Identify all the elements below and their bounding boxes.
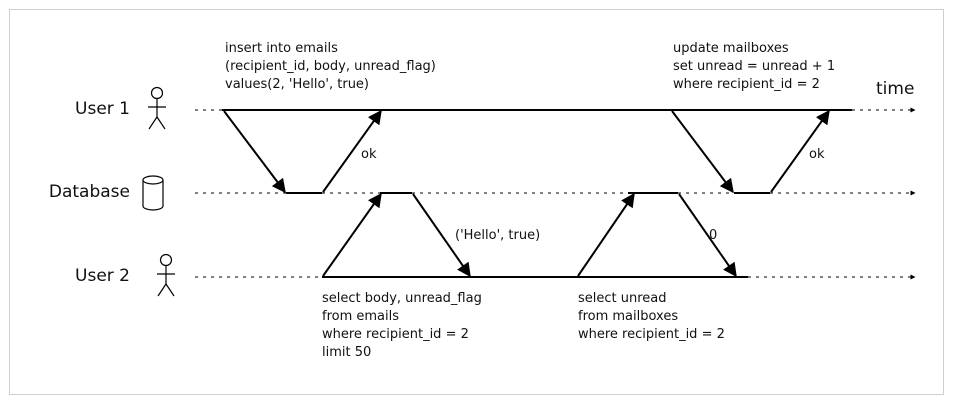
note-line: insert into emails bbox=[225, 41, 338, 56]
stick-figure-icon bbox=[148, 86, 166, 130]
arrow-user2-select-to-db bbox=[322, 192, 382, 277]
note-line: from emails bbox=[322, 309, 400, 324]
note-line: set unread = unread + 1 bbox=[673, 59, 836, 74]
diagram-frame bbox=[9, 9, 944, 395]
arrow-user1-insert-to-db bbox=[223, 110, 286, 194]
note-select-body-query: select body, unread_flag from emails whe… bbox=[322, 290, 482, 362]
arrow-user2-select-unread-to-db bbox=[577, 192, 635, 277]
arrow-db-hello-to-user2 bbox=[412, 193, 471, 278]
note-line: where recipient_id = 2 bbox=[673, 77, 820, 92]
time-axis-label: time bbox=[876, 79, 915, 99]
note-line: limit 50 bbox=[322, 345, 372, 360]
note-line: update mailboxes bbox=[673, 41, 789, 56]
response-hello-true: ('Hello', true) bbox=[455, 228, 541, 243]
response-ok-1: ok bbox=[361, 147, 377, 162]
note-line: select unread bbox=[578, 291, 667, 306]
note-insert-query: insert into emails (recipient_id, body, … bbox=[225, 40, 436, 94]
actor-label-user1: User 1 bbox=[75, 99, 130, 119]
arrow-db-ok-to-user1 bbox=[322, 109, 382, 193]
actor-label-database: Database bbox=[48, 182, 130, 202]
note-line: values(2, 'Hello', true) bbox=[225, 77, 370, 92]
note-line: from mailboxes bbox=[578, 309, 679, 324]
note-line: where recipient_id = 2 bbox=[578, 327, 725, 342]
actor-label-user2: User 2 bbox=[75, 266, 130, 286]
response-ok-2: ok bbox=[809, 147, 825, 162]
arrow-db-zero-to-user2 bbox=[678, 193, 737, 278]
note-line: select body, unread_flag bbox=[322, 291, 482, 306]
response-zero: 0 bbox=[709, 228, 718, 243]
stick-figure-icon bbox=[157, 253, 175, 297]
note-select-unread-query: select unread from mailboxes where recip… bbox=[578, 290, 725, 344]
note-line: where recipient_id = 2 bbox=[322, 327, 469, 342]
note-update-query: update mailboxes set unread = unread + 1… bbox=[673, 40, 835, 94]
arrow-db-ok2-to-user1 bbox=[770, 109, 830, 193]
arrow-user1-update-to-db bbox=[671, 110, 734, 194]
database-cylinder-icon bbox=[142, 175, 164, 211]
note-line: (recipient_id, body, unread_flag) bbox=[225, 59, 436, 74]
